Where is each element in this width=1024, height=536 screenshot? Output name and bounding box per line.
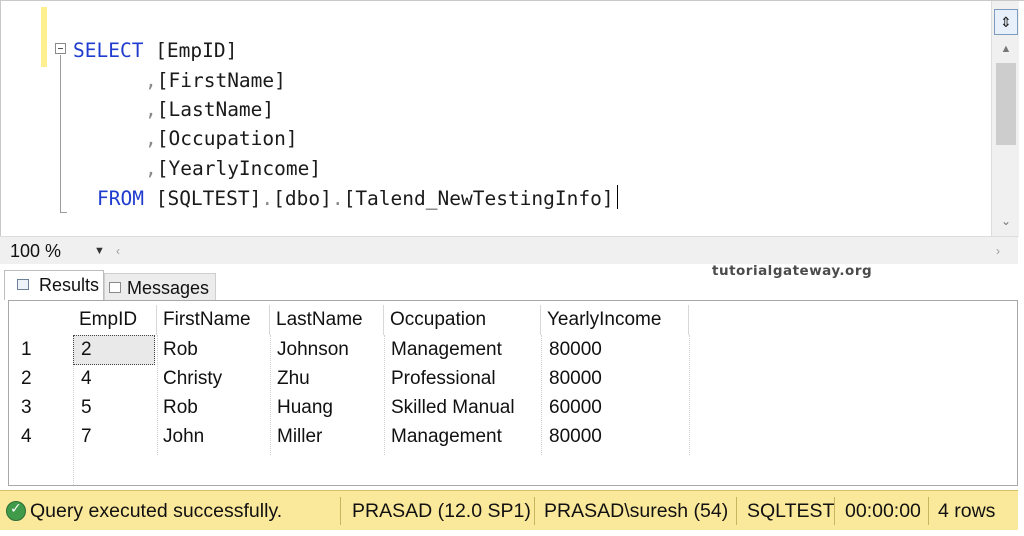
status-separator [534, 497, 535, 525]
code-comma: , [145, 127, 157, 150]
status-bar: Query executed successfully. PRASAD (12.… [0, 490, 1018, 530]
chevron-down-icon[interactable]: ⌄ [1000, 214, 1012, 228]
code-text: [SQLTEST] [143, 187, 262, 210]
cell-occupation[interactable]: Management [391, 426, 502, 447]
cell-firstname[interactable]: Rob [163, 339, 198, 360]
code-text: [EmpID] [143, 39, 238, 62]
outline-guide-line [60, 55, 61, 213]
cell-yearlyincome[interactable]: 80000 [549, 368, 602, 389]
messages-icon [109, 282, 121, 293]
results-tab-strip: Results Messages [0, 266, 1018, 300]
cell-firstname[interactable]: John [163, 426, 205, 447]
column-header-occupation[interactable]: Occupation [384, 305, 541, 335]
tab-label: Results [39, 275, 100, 295]
cell-occupation[interactable]: Professional [391, 368, 496, 389]
status-message: Query executed successfully. [30, 500, 283, 522]
cell-lastname[interactable]: Miller [277, 426, 323, 447]
grid-line [384, 335, 385, 455]
selected-cell[interactable] [73, 335, 155, 365]
code-line-1[interactable]: SELECT [EmpID] [73, 37, 237, 65]
results-grid[interactable]: EmpID FirstName LastName Occupation Year… [8, 300, 1018, 486]
status-separator [834, 497, 835, 525]
keyword-from: FROM [97, 187, 144, 210]
tab-messages[interactable]: Messages [104, 273, 216, 300]
column-header-yearlyincome[interactable]: YearlyIncome [541, 305, 689, 335]
change-indicator-bar [41, 7, 47, 67]
split-arrows-icon[interactable]: ⇕ [994, 9, 1018, 35]
status-elapsed-time: 00:00:00 [845, 500, 921, 522]
cell-firstname[interactable]: Christy [163, 368, 223, 389]
collapse-outline-icon[interactable] [55, 43, 66, 54]
scroll-up-icon[interactable]: ▲ [1000, 43, 1012, 55]
scroll-thumb[interactable] [996, 63, 1016, 145]
code-line-3[interactable]: ,[LastName] [145, 96, 274, 124]
cell-yearlyincome[interactable]: 60000 [549, 397, 602, 418]
code-text: [Occupation] [156, 127, 298, 150]
tab-results[interactable]: Results [4, 270, 104, 300]
cell-empid[interactable]: 5 [81, 397, 92, 418]
code-text: [FirstName] [156, 69, 286, 92]
code-text: [dbo] [273, 187, 332, 210]
keyword-select: SELECT [73, 39, 144, 62]
status-row-count: 4 rows [938, 500, 996, 522]
code-comma: , [145, 157, 157, 180]
grid-line [689, 335, 690, 455]
query-editor[interactable]: SELECT [EmpID] ,[FirstName] ,[LastName] … [0, 0, 1024, 237]
column-header-firstname[interactable]: FirstName [157, 305, 270, 335]
status-database: SQLTEST [747, 500, 835, 522]
cell-yearlyincome[interactable]: 80000 [549, 426, 602, 447]
status-separator [928, 497, 929, 525]
status-server: PRASAD (12.0 SP1) [352, 500, 531, 522]
grid-line [541, 335, 542, 455]
code-text: [LastName] [156, 98, 275, 121]
zoom-select[interactable]: 100 % [10, 241, 62, 261]
dropdown-arrow-icon[interactable]: ▼ [94, 245, 105, 257]
watermark-text: tutorialgateway.org [712, 263, 873, 279]
cell-empid[interactable]: 7 [81, 426, 92, 447]
tab-label: Messages [127, 278, 210, 298]
code-line-4[interactable]: ,[Occupation] [145, 125, 298, 153]
grid-line [73, 335, 74, 485]
cell-empid[interactable]: 2 [81, 339, 92, 360]
cell-occupation[interactable]: Skilled Manual [391, 397, 515, 418]
grid-line [157, 335, 158, 455]
cell-firstname[interactable]: Rob [163, 397, 198, 418]
status-separator [340, 497, 341, 525]
code-line-5[interactable]: ,[YearlyIncome] [145, 155, 321, 183]
code-comma: , [145, 98, 157, 121]
grid-icon [17, 279, 29, 290]
zoom-bar: 100 % ▼ ‹ › [0, 236, 1018, 264]
row-number[interactable]: 2 [21, 368, 32, 389]
cell-lastname[interactable]: Huang [277, 397, 333, 418]
code-comma: , [145, 69, 157, 92]
code-line-6[interactable]: FROM [SQLTEST].[dbo].[Talend_NewTestingI… [97, 185, 618, 213]
column-header-lastname[interactable]: LastName [270, 305, 384, 335]
row-number[interactable]: 1 [21, 339, 32, 360]
code-line-2[interactable]: ,[FirstName] [145, 67, 286, 95]
code-dot: . [331, 187, 344, 210]
cell-yearlyincome[interactable]: 80000 [549, 339, 602, 360]
code-text: [YearlyIncome] [156, 157, 322, 180]
status-user: PRASAD\suresh (54) [544, 500, 729, 522]
cell-lastname[interactable]: Johnson [277, 339, 349, 360]
status-separator [736, 497, 737, 525]
editor-vertical-scrollbar[interactable]: ⇕ ▲ ⌄ [991, 1, 1019, 237]
cell-empid[interactable]: 4 [81, 368, 92, 389]
grid-line [270, 335, 271, 455]
row-number[interactable]: 4 [21, 426, 32, 447]
row-number[interactable]: 3 [21, 397, 32, 418]
cell-occupation[interactable]: Management [391, 339, 502, 360]
success-check-icon [6, 501, 26, 521]
cell-lastname[interactable]: Zhu [277, 368, 310, 389]
code-dot: . [261, 187, 274, 210]
outline-guide-end [60, 212, 67, 213]
column-header-empid[interactable]: EmpID [73, 305, 157, 335]
code-text: [Talend_NewTestingInfo] [343, 187, 614, 210]
text-caret [616, 185, 618, 209]
scroll-left-icon[interactable]: ‹ [116, 244, 120, 258]
scroll-right-icon[interactable]: › [996, 244, 1000, 258]
